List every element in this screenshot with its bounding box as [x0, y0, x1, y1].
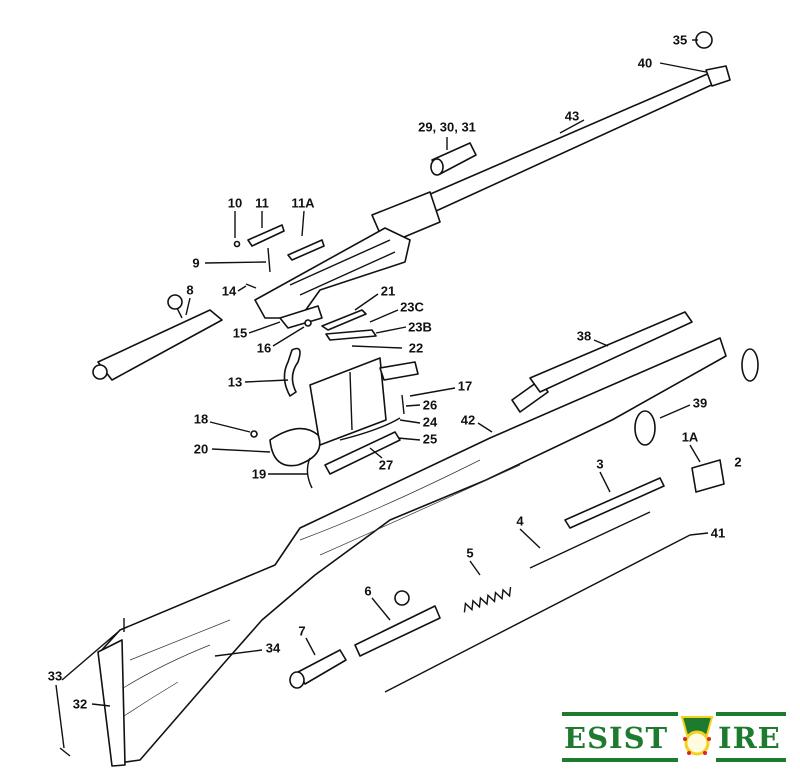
part-10 [233, 240, 241, 248]
spring-5 [463, 587, 512, 613]
label-11a: 11A [291, 195, 315, 211]
label-33: 33 [47, 668, 63, 684]
spring-19 [306, 457, 313, 489]
label-34: 34 [265, 640, 281, 656]
label-24: 24 [422, 414, 438, 430]
label-6: 6 [364, 583, 372, 599]
rod-4 [529, 511, 651, 569]
part-16 [304, 319, 312, 327]
part-3 [564, 477, 665, 529]
band-39a [741, 348, 759, 382]
label-15: 15 [232, 325, 248, 341]
trigger-13 [283, 347, 301, 397]
label-1a: 1A [681, 429, 699, 445]
label-29-30-31: 29, 30, 31 [418, 119, 476, 135]
bolt [92, 294, 223, 381]
part-11 [247, 224, 285, 247]
screw-33b [59, 747, 71, 757]
label-13: 13 [227, 374, 243, 390]
label-20: 20 [193, 441, 209, 457]
label-11: 11 [255, 195, 269, 211]
label-25: 25 [422, 431, 438, 447]
logo-text-right: IRE [718, 721, 781, 755]
label-18: 18 [193, 411, 209, 427]
label-43: 43 [564, 108, 580, 124]
label-23c: 23C [400, 299, 424, 315]
cleaning-rod-41 [384, 534, 691, 693]
label-26: 26 [422, 397, 438, 413]
leader-lines [55, 39, 709, 749]
band-39b [634, 410, 656, 446]
label-19: 19 [251, 466, 267, 482]
handguard [529, 311, 693, 393]
logo-crest-icon [680, 716, 714, 756]
label-3: 3 [596, 456, 604, 472]
screw-17 [401, 394, 405, 415]
label-2: 2 [734, 454, 742, 470]
rear-sight [430, 142, 477, 176]
barrel [371, 65, 731, 246]
label-42: 42 [460, 412, 476, 428]
label-16: 16 [256, 340, 272, 356]
part-11a [287, 239, 325, 261]
pin-14 [245, 283, 257, 289]
receiver [254, 227, 411, 319]
part-15 [279, 305, 323, 329]
label-8: 8 [186, 282, 194, 298]
label-10: 10 [227, 195, 243, 211]
label-38: 38 [576, 328, 592, 344]
label-17: 17 [457, 378, 473, 394]
spring-24 [339, 417, 401, 441]
label-41: 41 [710, 525, 726, 541]
label-21: 21 [380, 283, 396, 299]
label-40: 40 [637, 55, 653, 71]
stock [97, 337, 727, 767]
sight-hood [695, 31, 713, 49]
label-22: 22 [408, 340, 424, 356]
label-14: 14 [221, 283, 237, 299]
part-23 [325, 329, 377, 341]
label-32: 32 [72, 696, 88, 712]
follower-27 [324, 431, 401, 475]
label-23b: 23B [408, 319, 432, 335]
logo-text-left: ESIST [564, 721, 669, 755]
label-4: 4 [516, 513, 524, 529]
label-35: 35 [672, 32, 688, 48]
screw-9 [267, 247, 271, 273]
label-27: 27 [378, 457, 394, 473]
magazine-trigger-guard [269, 357, 419, 467]
esistoire-logo: ESIST IRE [562, 712, 786, 762]
part-1a [691, 459, 725, 493]
part-21 [321, 309, 367, 331]
part-7 [289, 649, 347, 689]
label-7: 7 [298, 623, 306, 639]
part-6 [354, 590, 441, 657]
label-9: 9 [192, 255, 200, 271]
screw-18 [250, 430, 258, 438]
label-5: 5 [466, 545, 474, 561]
label-39: 39 [692, 395, 708, 411]
